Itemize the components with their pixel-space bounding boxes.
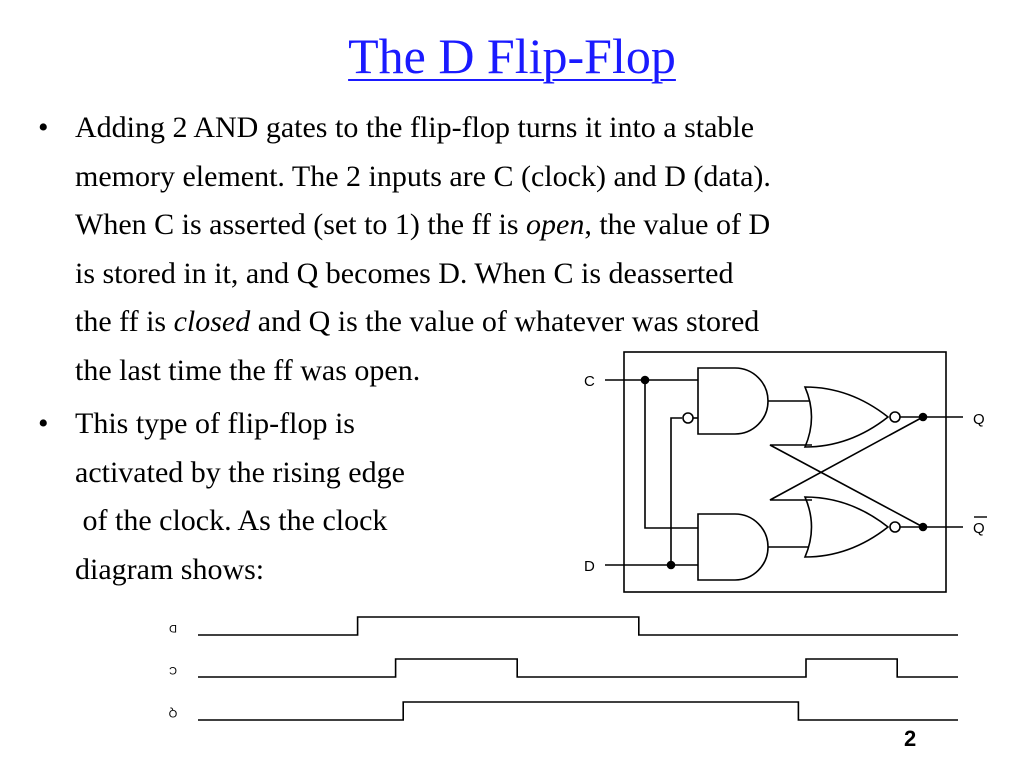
lower-and-gate [697, 513, 769, 581]
waveform-d [198, 616, 958, 636]
bullet-1-line-4: is stored in it, and Q becomes D. When C… [75, 256, 734, 290]
bullet-2-line-4: diagram shows: [75, 552, 265, 586]
circuit-frame [623, 351, 947, 593]
wire-d-to-inverter [670, 417, 682, 565]
bullet-1-line-3: When C is asserted (set to 1) the ff is … [75, 201, 1005, 250]
bullet-1-marker: • [38, 111, 49, 144]
waveform-label-c: C [169, 664, 177, 676]
slide-title: The D Flip-Flop [348, 28, 676, 84]
input-d-label: D [584, 558, 595, 575]
page-number: 2 [904, 726, 917, 751]
bullet-1-line-2: memory element. The 2 inputs are C (cloc… [75, 159, 771, 193]
output-q-label: Q [973, 411, 985, 428]
input-c-label: C [584, 373, 595, 390]
text-run: , the value of D [584, 208, 771, 241]
bullet-2-line-1: This type of flip-flop is [75, 407, 355, 440]
text-run: and Q is the value of whatever was store… [250, 305, 760, 338]
upper-and-gate [697, 367, 769, 435]
bullet-1-text: Adding 2 AND gates to the flip-flop turn… [75, 104, 1005, 395]
lower-nor-bubble [889, 521, 901, 533]
bullet-2-text: This type of flip-flop is activated by t… [75, 400, 555, 594]
waveform-q [198, 701, 958, 721]
output-qbar-label: Q [973, 520, 985, 537]
lower-nor-gate [803, 496, 890, 558]
emphasis-open: open [526, 208, 585, 241]
emphasis-closed: closed [173, 305, 251, 338]
upper-nor-gate [803, 386, 890, 448]
bullet-1-line-5: the ff is closed and Q is the value of w… [75, 298, 1005, 347]
waveform-label-q: Q [168, 707, 177, 719]
d-flip-flop-circuit-diagram: C D Q Q [584, 351, 987, 593]
text-run: the ff is [75, 305, 174, 338]
upper-nor-bubble [889, 411, 901, 423]
wire-feedback-qbar [769, 444, 924, 528]
wire-feedback-q [769, 416, 924, 501]
waveform-c [198, 658, 958, 678]
waveform-label-d: D [169, 622, 177, 634]
text-run: When C is asserted (set to 1) the ff is [75, 208, 527, 241]
bullet-2-line-3: of the clock. As the clock [75, 504, 388, 537]
wire-c-to-lower-and [644, 380, 698, 529]
timing-diagram: D C Q [168, 616, 958, 721]
bullet-2-marker: • [38, 407, 49, 440]
inverter-bubble-d [682, 412, 694, 424]
bullet-2-line-2: activated by the rising edge [75, 455, 405, 489]
bullet-1-line-1: Adding 2 AND gates to the flip-flop turn… [75, 111, 755, 144]
bullet-1-line-6: the last time the ff was open. [75, 353, 421, 387]
